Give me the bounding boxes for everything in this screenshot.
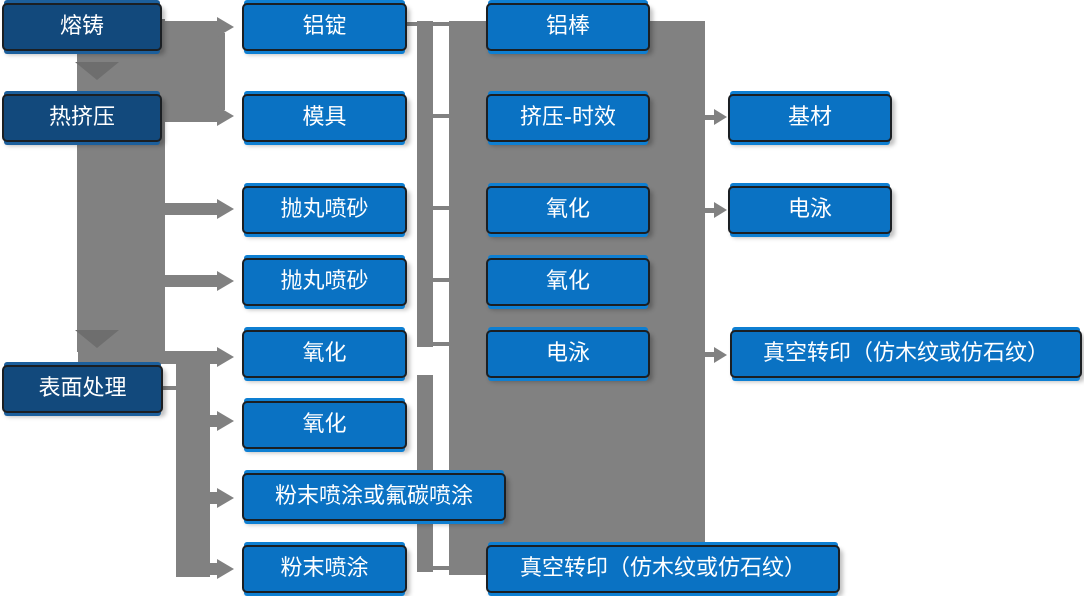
node-powder-or-fluorocarbon-coating: 粉末喷涂或氟碳喷涂 <box>242 473 506 521</box>
connector-surface-treatment-band <box>176 351 210 577</box>
arrowhead-to-oxidation-1-icon <box>217 347 234 367</box>
node-aluminum-ingot: 铝锭 <box>242 3 407 51</box>
arrow-bar-to-shot-blasting-2 <box>160 275 217 287</box>
connector-middle-band-upper <box>417 21 433 347</box>
arrowhead-to-mold-icon <box>217 106 234 126</box>
node-oxidation-3: 氧化 <box>486 186 650 234</box>
arrow-bar-to-oxidation-2 <box>208 415 217 427</box>
arrowhead-to-powder-or-fluorocarbon-icon <box>217 488 234 508</box>
connector-stub-ingot <box>405 22 417 26</box>
arrowhead-to-shot-blasting-1-icon <box>217 199 234 219</box>
arrowhead-to-aluminum-ingot-icon <box>217 17 234 37</box>
node-oxidation-2: 氧化 <box>242 401 407 449</box>
arrowhead-to-powder-coating-icon <box>217 559 234 579</box>
node-electrophoresis-1: 电泳 <box>486 330 650 378</box>
arrow-bar-to-electrophoresis-right <box>705 208 714 213</box>
node-shot-blasting-2: 抛丸喷砂 <box>242 258 407 306</box>
node-electrophoresis-2: 电泳 <box>728 186 892 234</box>
connector-left-band-upper-extension <box>165 33 225 110</box>
arrowhead-to-base-material-icon <box>714 109 727 125</box>
connector-surface-treatment-stub <box>163 386 176 390</box>
arrow-bar-to-vacuum-transfer-right <box>705 352 714 357</box>
arrow-bar-extrusion-to-mold <box>162 110 217 122</box>
connector-stub-row5 <box>433 342 449 346</box>
arrow-bar-to-powder-or-fluorocarbon <box>208 492 217 504</box>
arrowhead-to-shot-blasting-2-icon <box>217 271 234 291</box>
node-mold: 模具 <box>242 94 407 142</box>
node-vacuum-transfer-print-right: 真空转印（仿木纹或仿石纹） <box>730 330 1082 378</box>
arrow-bar-melting-to-ingot <box>162 21 217 33</box>
arrowhead-to-vacuum-transfer-right-icon <box>714 347 727 363</box>
connector-stub-row2 <box>433 114 449 118</box>
connector-stub-row1 <box>433 22 449 26</box>
node-powder-coating: 粉末喷涂 <box>242 545 407 593</box>
down-arrowhead-to-surface-treatment-icon <box>75 330 119 348</box>
arrow-bar-to-shot-blasting-1 <box>160 203 217 215</box>
node-hot-extrusion: 热挤压 <box>2 94 162 142</box>
node-oxidation-4: 氧化 <box>486 258 650 306</box>
arrowhead-to-oxidation-2-icon <box>217 411 234 431</box>
node-aluminum-bar: 铝棒 <box>486 3 650 51</box>
node-oxidation-1: 氧化 <box>242 330 407 378</box>
down-arrowhead-to-hot-extrusion-icon <box>75 62 119 80</box>
arrow-bar-to-base-material <box>705 115 714 120</box>
arrow-bar-to-powder-coating <box>208 563 217 575</box>
arrowhead-to-electrophoresis-right-icon <box>714 202 727 218</box>
connector-stub-bottom <box>433 566 449 570</box>
node-surface-treatment: 表面处理 <box>2 365 163 413</box>
node-extrusion-aging: 挤压-时效 <box>486 94 650 142</box>
connector-stub-row3 <box>433 206 449 210</box>
node-base-material: 基材 <box>728 94 892 142</box>
connector-stub-row4 <box>433 278 449 282</box>
node-melting-casting: 熔铸 <box>2 3 162 51</box>
node-shot-blasting-1: 抛丸喷砂 <box>242 186 407 234</box>
node-vacuum-transfer-print-bottom: 真空转印（仿木纹或仿石纹） <box>486 545 840 593</box>
